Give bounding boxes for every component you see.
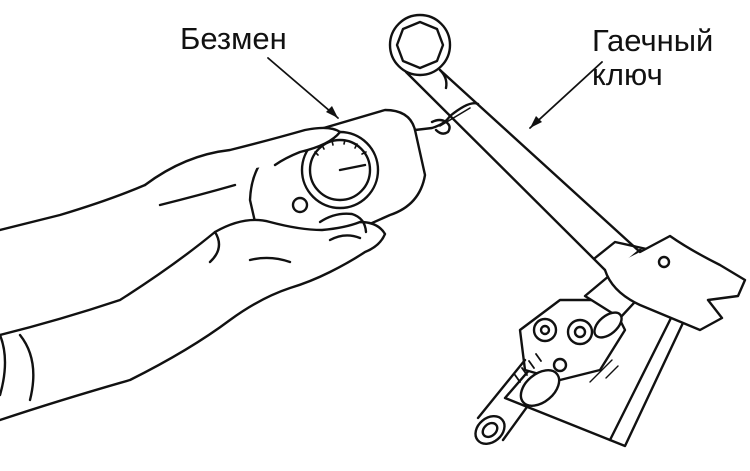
scale-leader-line — [267, 57, 339, 119]
leader-lines — [267, 57, 603, 129]
wrench-drawing — [388, 13, 747, 332]
wrench-label: Гаечный ключ — [592, 24, 713, 92]
wrench-label-line-2: ключ — [592, 57, 663, 92]
wrench-label-line-1: Гаечный — [592, 23, 714, 58]
wrench-leader-line — [529, 61, 603, 129]
spring-scale-label: Безмен — [180, 21, 287, 56]
hands-drawing — [0, 126, 387, 422]
